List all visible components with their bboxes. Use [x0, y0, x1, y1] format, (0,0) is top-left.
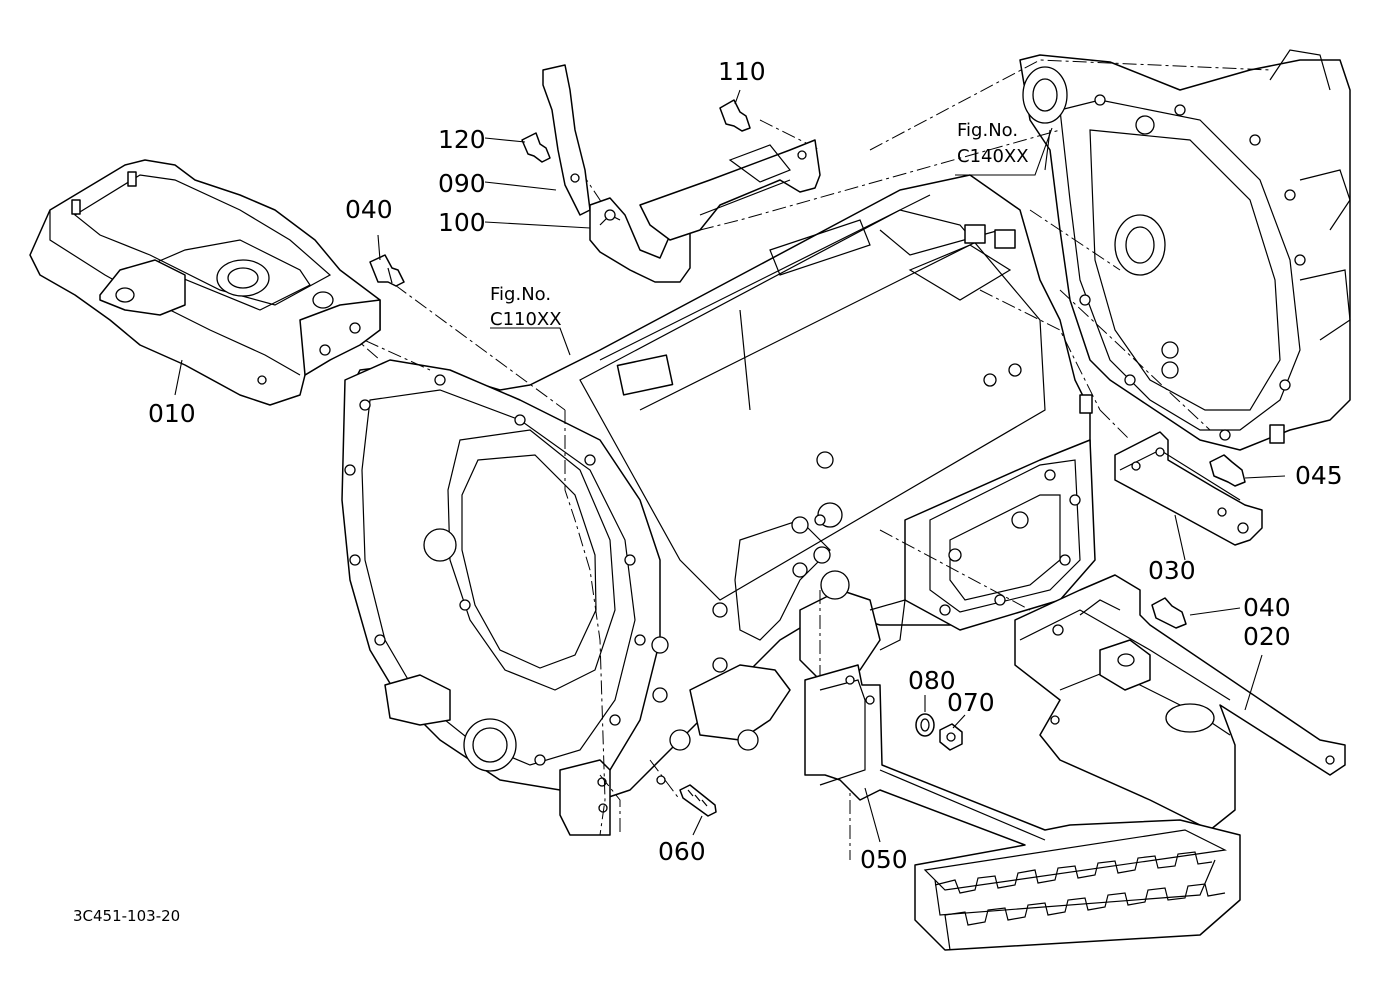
- part-060-stud: [656, 775, 717, 817]
- label-110: 110: [718, 57, 766, 86]
- part-110-bolt: [719, 99, 751, 132]
- part-110-bracket: [639, 139, 821, 241]
- part-090-lever: [542, 64, 591, 216]
- part-030-bracket: [1114, 431, 1263, 546]
- label-060: 060: [658, 837, 706, 866]
- label-070: 070: [947, 688, 995, 717]
- figure-ref-c140-line1: Fig.No.: [957, 120, 1018, 141]
- label-090: 090: [438, 169, 486, 198]
- part-045-bolt: [1209, 454, 1246, 487]
- part-labels: 010 040 120 090 100 110 045 030 040 020 …: [148, 57, 1343, 874]
- label-040-upper: 040: [345, 195, 393, 224]
- engine-housing-drawing: [1019, 49, 1351, 451]
- label-010: 010: [148, 399, 196, 428]
- leader-lines: [174, 89, 1286, 843]
- figure-reference-c110: Fig.No. C110XX: [490, 284, 562, 330]
- label-040-lower: 040: [1243, 593, 1291, 622]
- part-080-washer: [915, 713, 935, 737]
- figure-ref-c110-line2: C110XX: [490, 309, 562, 330]
- figure-ref-c140-line2: C140XX: [957, 146, 1029, 167]
- part-040-bolt-lower: [1151, 597, 1187, 629]
- part-120-bolt: [521, 132, 551, 163]
- label-100: 100: [438, 208, 486, 237]
- part-050-step: [804, 664, 1241, 951]
- part-010-plate: [29, 159, 381, 406]
- label-045: 045: [1295, 461, 1343, 490]
- part-070-nut: [939, 723, 963, 751]
- label-020: 020: [1243, 622, 1291, 651]
- label-030: 030: [1148, 556, 1196, 585]
- drawing-code: 3C451-103-20: [73, 907, 180, 925]
- part-040-bolt-upper: [369, 254, 405, 287]
- figure-reference-c140: Fig.No. C140XX: [957, 120, 1029, 167]
- label-080: 080: [908, 666, 956, 695]
- label-120: 120: [438, 125, 486, 154]
- figure-ref-c110-line1: Fig.No.: [490, 284, 551, 305]
- label-050: 050: [860, 845, 908, 874]
- transmission-case-drawing: [341, 174, 1096, 836]
- part-020-step-bracket: [1014, 574, 1346, 831]
